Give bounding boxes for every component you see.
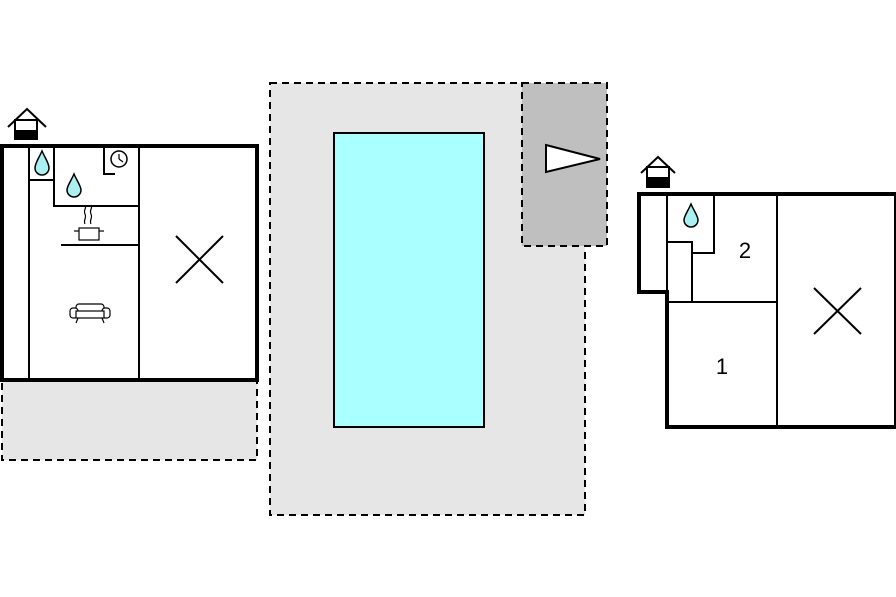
annex-house: 2 1 bbox=[637, 155, 896, 429]
entrance-house-icon bbox=[7, 107, 47, 140]
water-drop-icon bbox=[683, 202, 699, 228]
annex-bathroom-wall bbox=[692, 194, 715, 254]
bathroom-wall bbox=[29, 179, 139, 207]
swimming-pool bbox=[333, 132, 485, 428]
open-space-cross-icon bbox=[813, 287, 862, 335]
main-house-outer-wall bbox=[0, 144, 259, 382]
annex-hall-step bbox=[667, 241, 693, 302]
entrance-arrow-icon bbox=[545, 143, 601, 174]
entrance-house-icon bbox=[640, 155, 676, 188]
main-house bbox=[0, 107, 259, 382]
room-label-1: 1 bbox=[716, 354, 728, 379]
water-drop-icon bbox=[34, 149, 50, 176]
water-drop-icon bbox=[66, 172, 82, 198]
cooking-pot-icon bbox=[74, 205, 104, 241]
sofa-icon bbox=[69, 303, 111, 324]
annex-outer-wall bbox=[637, 192, 896, 429]
open-space-cross-icon bbox=[175, 235, 224, 284]
utility-wall bbox=[103, 146, 115, 175]
room-label-2: 2 bbox=[739, 238, 751, 263]
clock-icon bbox=[110, 150, 128, 168]
terrace-under-main-house bbox=[1, 379, 258, 461]
